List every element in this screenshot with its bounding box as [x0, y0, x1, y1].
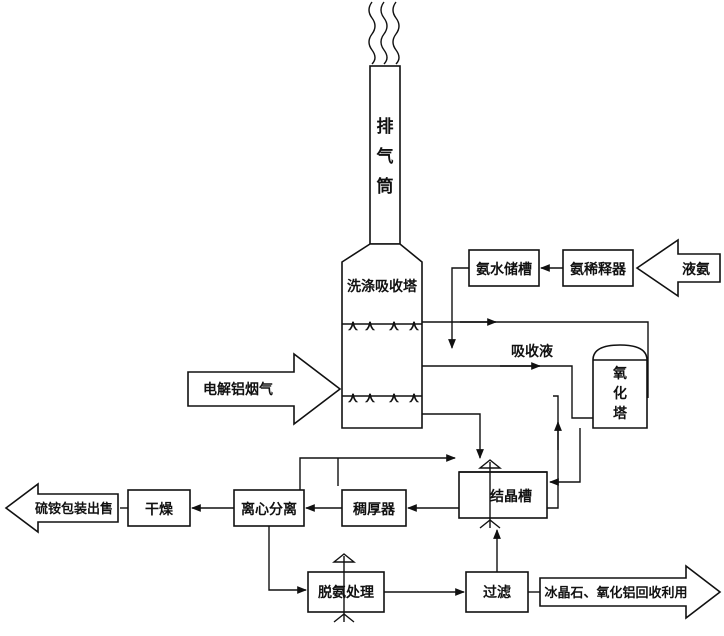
smoke-icon [368, 1, 400, 65]
spray-nozzle: ⋏ [347, 390, 359, 406]
oxidation-to-crystallizer [549, 428, 581, 486]
ammonia-storage-box [468, 249, 540, 287]
deammonia-label: 脱氨处理 [318, 584, 374, 601]
agitator-icon [332, 553, 356, 623]
crystallizer-side-line [547, 395, 559, 509]
flow-centrifuge-to-deammonia [268, 526, 307, 594]
filter-box [465, 571, 529, 613]
crystallizer-label: 结晶槽 [490, 488, 532, 505]
liquid-ammonia-arrow [635, 238, 721, 298]
agitator-icon [478, 459, 502, 529]
byproduct-arrow [539, 564, 722, 620]
thickener-label: 稠厚器 [353, 501, 396, 518]
spray-nozzles-upper: ⋏ ⋏ ⋏ ⋏ [347, 318, 420, 334]
spray-nozzle: ⋏ [388, 318, 400, 334]
ammonia-diluter-box [562, 249, 634, 287]
spray-nozzle: ⋏ [364, 390, 376, 406]
spray-nozzle: ⋏ [347, 318, 359, 334]
ammonia-storage-label: 氨水储槽 [476, 261, 532, 278]
centrifuge-return-loop [299, 454, 456, 492]
spray-nozzle: ⋏ [388, 390, 400, 406]
filter-label: 过滤 [483, 584, 511, 601]
dryer-box [127, 489, 191, 527]
absorbent-line [422, 365, 596, 419]
product-label: 硫铵包装出售 [35, 501, 113, 517]
scrubber-label: 洗涤吸收塔 [347, 278, 418, 295]
flue-gas-arrow [187, 352, 342, 426]
stack-label-2: 气 [376, 146, 394, 167]
dryer-label: 干燥 [145, 501, 174, 518]
flow-storage-to-tower [448, 267, 469, 349]
absorbent-label: 吸收液 [511, 343, 554, 360]
loop-tower-to-oxidation [422, 321, 649, 398]
stack-label-3: 筒 [377, 176, 394, 197]
thickener-box [341, 489, 407, 527]
oxidation-label-3: 塔 [613, 405, 628, 422]
ammonia-diluter-label: 氨稀释器 [570, 261, 627, 278]
liquid-ammonia-label: 液氨 [682, 261, 710, 278]
oxidation-label-2: 化 [613, 385, 627, 402]
byproduct-label: 冰晶石、氧化铝回收利用 [544, 585, 687, 601]
centrifuge-label: 离心分离 [241, 501, 297, 518]
flow-tower-to-crystallizer [422, 413, 484, 459]
flue-gas-label: 电解铝烟气 [203, 381, 273, 398]
stack-label-1: 排 [377, 116, 394, 137]
spray-nozzle: ⋏ [408, 318, 420, 334]
spray-nozzle: ⋏ [408, 390, 420, 406]
oxidation-label-1: 氧 [612, 365, 627, 382]
spray-nozzle: ⋏ [364, 318, 376, 334]
spray-nozzles-lower: ⋏ ⋏ ⋏ ⋏ [347, 390, 420, 406]
crystallizer-box [458, 471, 548, 519]
product-arrow [4, 482, 119, 534]
exhaust-stack [369, 65, 401, 245]
scrubbing-tower [341, 243, 423, 429]
